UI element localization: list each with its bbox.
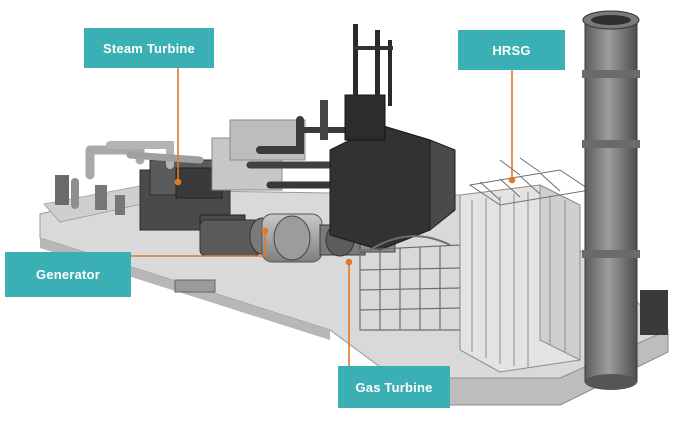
leader-hrsg-dot bbox=[508, 176, 516, 184]
leader-steam-turbine-dot bbox=[174, 178, 182, 186]
auxiliary-equipment bbox=[55, 175, 216, 293]
duct-building bbox=[320, 24, 456, 251]
generator-callout: Generator bbox=[5, 252, 131, 297]
hrsg-unit bbox=[459, 157, 592, 373]
steam-turbine-callout: Steam Turbine bbox=[84, 28, 214, 68]
gas-turbine-callout: Gas Turbine bbox=[338, 366, 450, 408]
leader-generator bbox=[131, 232, 266, 257]
leader-lines bbox=[131, 68, 516, 366]
exhaust-stack bbox=[582, 10, 668, 390]
leader-generator-dot bbox=[261, 227, 269, 235]
leader-gas-turbine-dot bbox=[345, 258, 353, 266]
hrsg-callout: HRSG bbox=[458, 30, 565, 70]
